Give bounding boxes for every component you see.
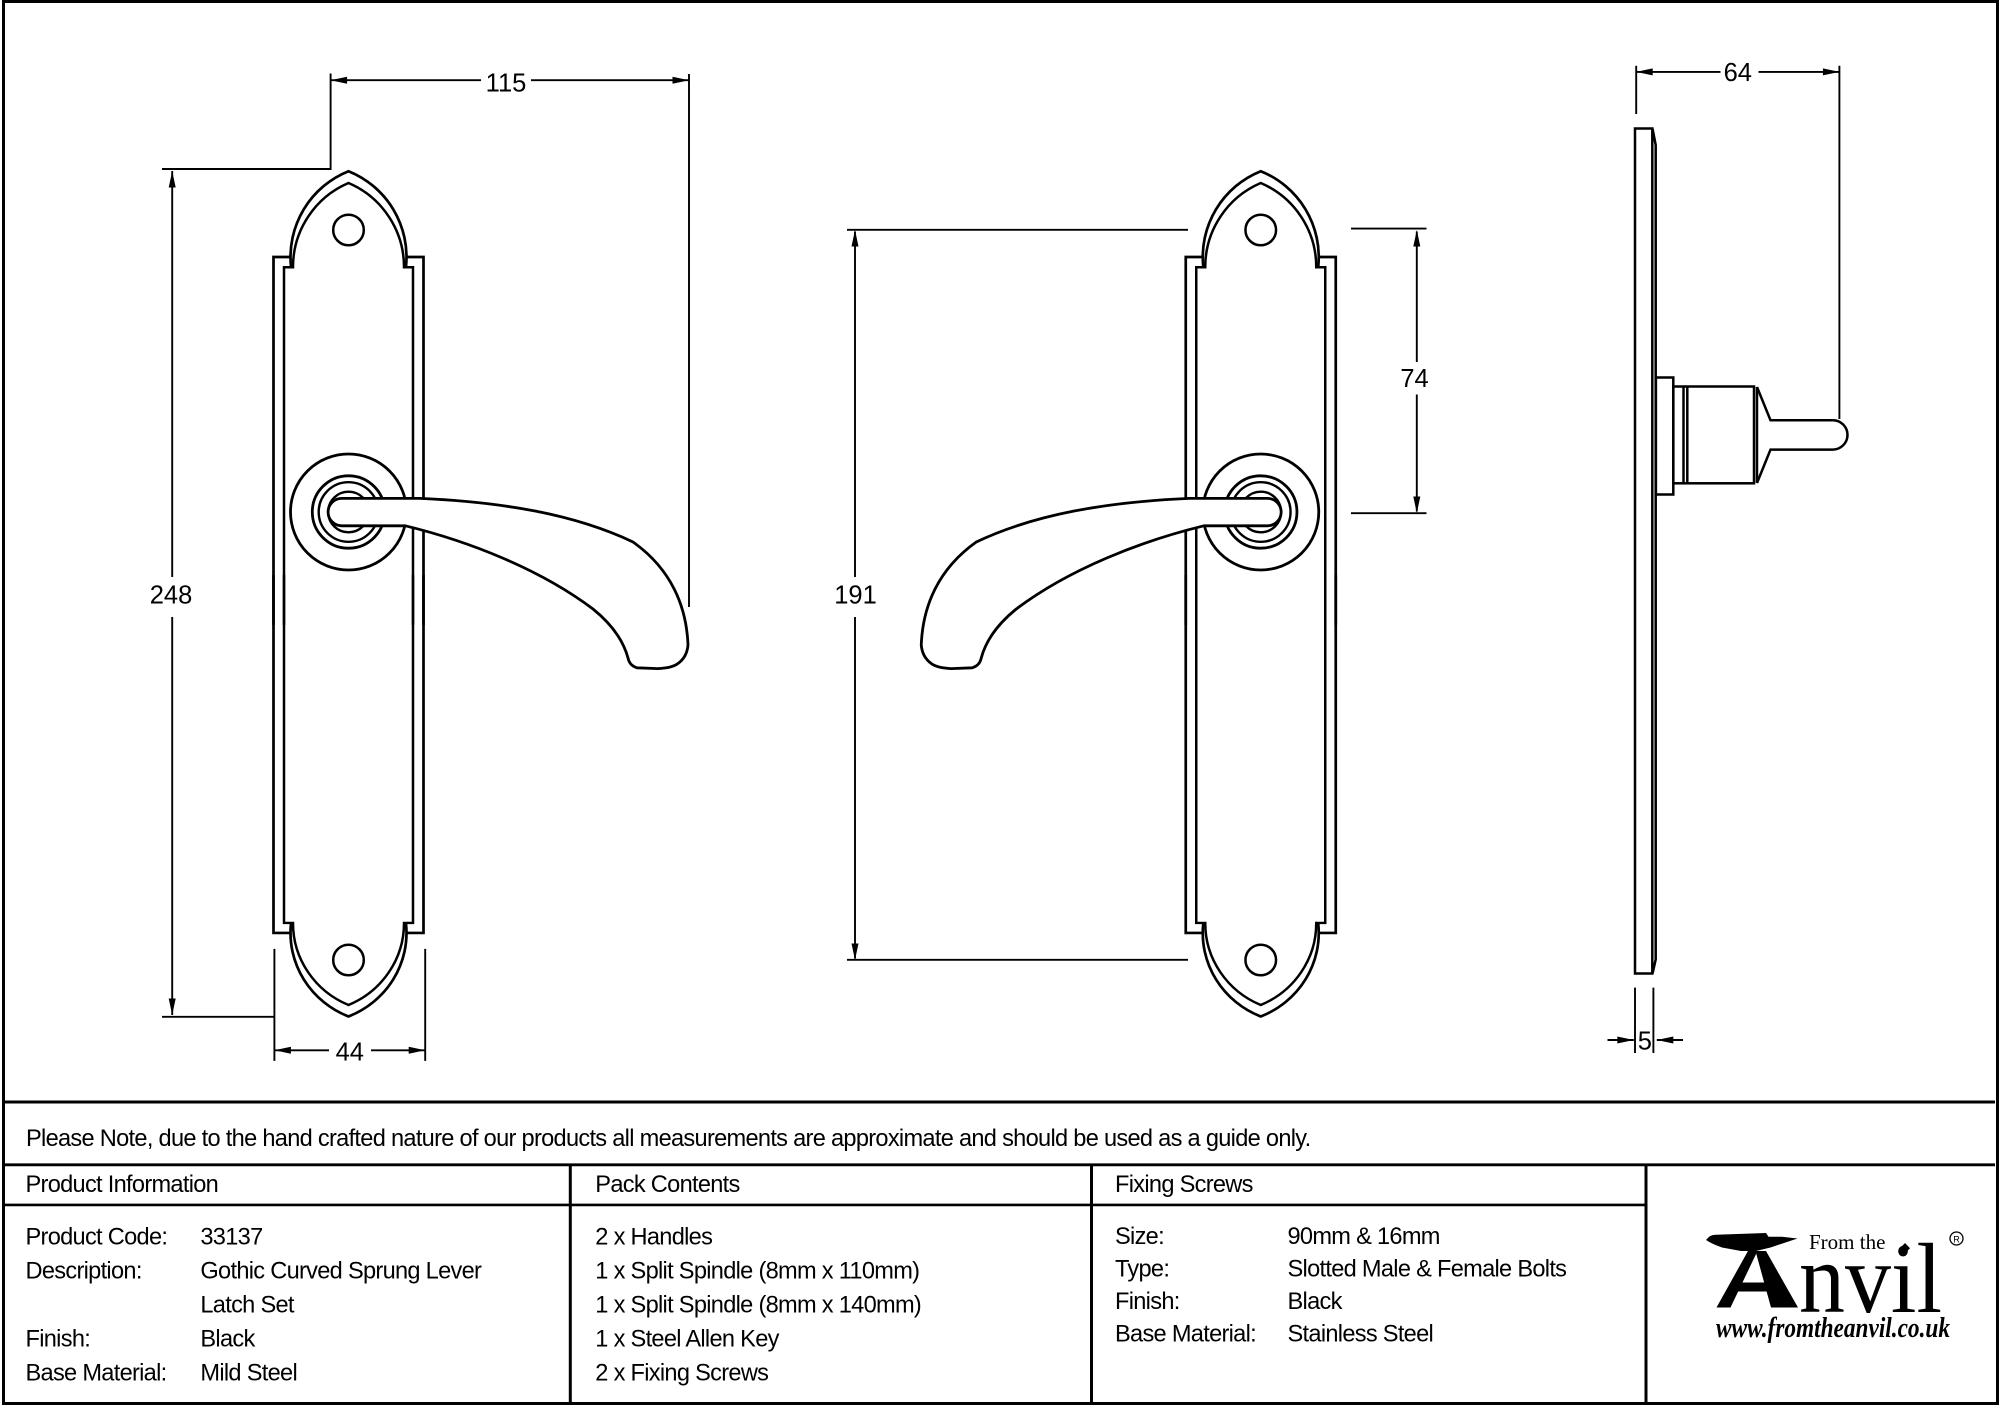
svg-text:Please Note, due to the hand c: Please Note, due to the hand crafted nat… xyxy=(26,1126,1311,1152)
svg-text:74: 74 xyxy=(1400,365,1428,393)
svg-text:Mild Steel: Mild Steel xyxy=(200,1361,297,1387)
svg-text:Gothic Curved Sprung Lever: Gothic Curved Sprung Lever xyxy=(200,1259,482,1285)
svg-text:Base Material:: Base Material: xyxy=(1115,1322,1256,1348)
svg-text:Base Material:: Base Material: xyxy=(26,1361,167,1387)
svg-text:www.fromtheanvil.co.uk: www.fromtheanvil.co.uk xyxy=(1716,1313,1950,1344)
svg-text:Pack Contents: Pack Contents xyxy=(595,1172,739,1198)
svg-text:33137: 33137 xyxy=(200,1225,262,1251)
svg-text:1 x Steel Allen Key: 1 x Steel Allen Key xyxy=(595,1327,779,1353)
svg-text:2 x Fixing Screws: 2 x Fixing Screws xyxy=(595,1361,768,1387)
svg-text:44: 44 xyxy=(336,1039,364,1067)
svg-text:248: 248 xyxy=(150,582,193,610)
svg-text:64: 64 xyxy=(1724,59,1752,87)
svg-text:Fixing Screws: Fixing Screws xyxy=(1115,1172,1253,1198)
svg-text:2 x Handles: 2 x Handles xyxy=(595,1225,712,1251)
svg-text:5: 5 xyxy=(1638,1028,1652,1056)
svg-text:R: R xyxy=(1953,1235,1960,1245)
svg-text:115: 115 xyxy=(486,70,527,98)
svg-text:Black: Black xyxy=(200,1327,255,1353)
svg-text:Black: Black xyxy=(1288,1289,1343,1315)
svg-text:Finish:: Finish: xyxy=(26,1327,91,1353)
svg-text:Product Information: Product Information xyxy=(26,1172,219,1198)
svg-text:Slotted Male & Female Bolts: Slotted Male & Female Bolts xyxy=(1288,1257,1567,1283)
svg-text:90mm & 16mm: 90mm & 16mm xyxy=(1288,1224,1440,1250)
svg-text:Latch Set: Latch Set xyxy=(200,1293,295,1319)
svg-text:Size:: Size: xyxy=(1115,1224,1164,1250)
svg-text:1 x Split Spindle (8mm x 140mm: 1 x Split Spindle (8mm x 140mm) xyxy=(595,1293,921,1319)
svg-text:Type:: Type: xyxy=(1115,1257,1169,1283)
svg-text:Description:: Description: xyxy=(26,1259,142,1285)
svg-text:Stainless Steel: Stainless Steel xyxy=(1288,1322,1434,1348)
svg-text:Product Code:: Product Code: xyxy=(26,1225,168,1251)
svg-text:nvil: nvil xyxy=(1799,1223,1942,1334)
svg-text:From the: From the xyxy=(1809,1230,1885,1254)
svg-text:1 x Split Spindle (8mm x 110mm: 1 x Split Spindle (8mm x 110mm) xyxy=(595,1259,919,1285)
svg-text:191: 191 xyxy=(834,582,877,610)
svg-text:Finish:: Finish: xyxy=(1115,1289,1180,1315)
